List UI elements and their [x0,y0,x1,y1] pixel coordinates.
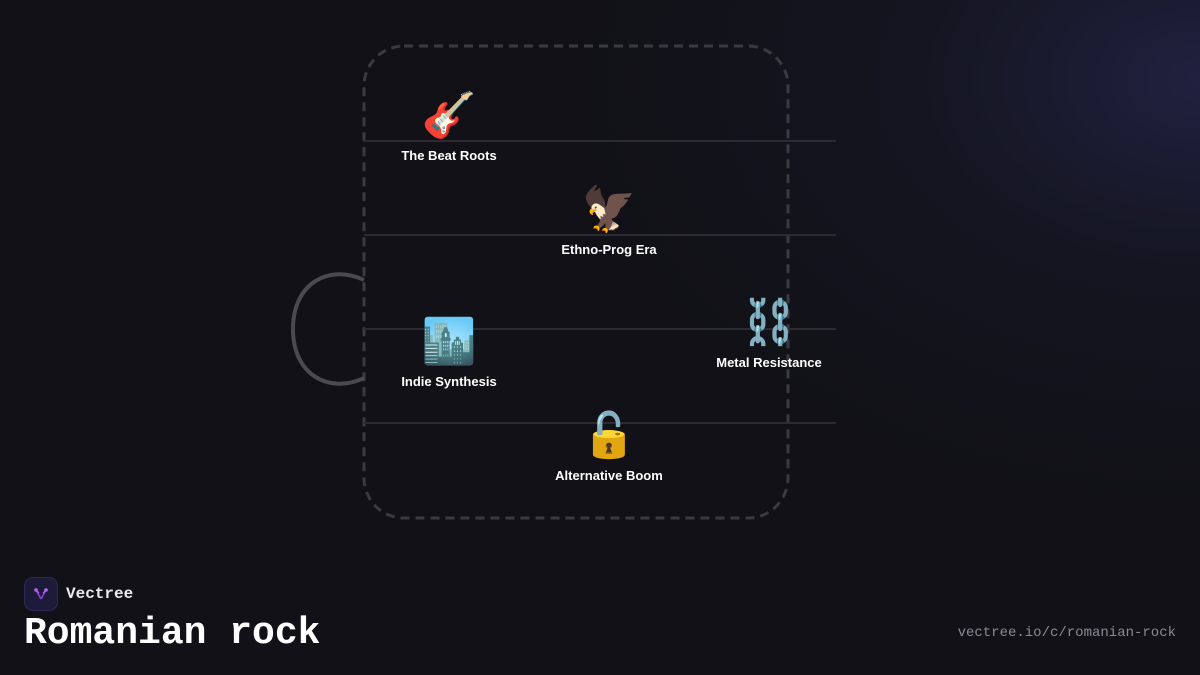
node-label: Indie Synthesis [401,374,497,389]
eagle-icon: 🦅 [581,184,637,235]
dashed-track-outline [362,44,790,520]
return-arc [290,272,365,386]
brand-name: Vectree [66,585,134,603]
page-title: Romanian rock [24,612,321,655]
cityscape-icon: 🏙️ [421,316,477,367]
node-label: Metal Resistance [716,355,822,370]
brand[interactable]: Vectree [24,577,133,611]
node-indie-synthesis[interactable]: 🏙️ Indie Synthesis [359,316,539,390]
node-label: The Beat Roots [401,148,497,163]
node-ethno-prog[interactable]: 🦅 Ethno-Prog Era [519,184,699,258]
node-beat-roots[interactable]: 🎸 The Beat Roots [359,90,539,164]
vectree-logo-icon [24,577,58,611]
node-alternative-boom[interactable]: 🔓 Alternative Boom [519,410,699,484]
chains-icon: ⛓️ [741,297,797,348]
unlocked-padlock-icon: 🔓 [581,410,637,461]
node-label: Alternative Boom [555,468,663,483]
node-metal-resistance[interactable]: ⛓️ Metal Resistance [679,297,859,371]
page-url[interactable]: vectree.io/c/romanian-rock [957,625,1176,641]
node-label: Ethno-Prog Era [561,242,657,257]
electric-guitar-icon: 🎸 [421,90,477,141]
